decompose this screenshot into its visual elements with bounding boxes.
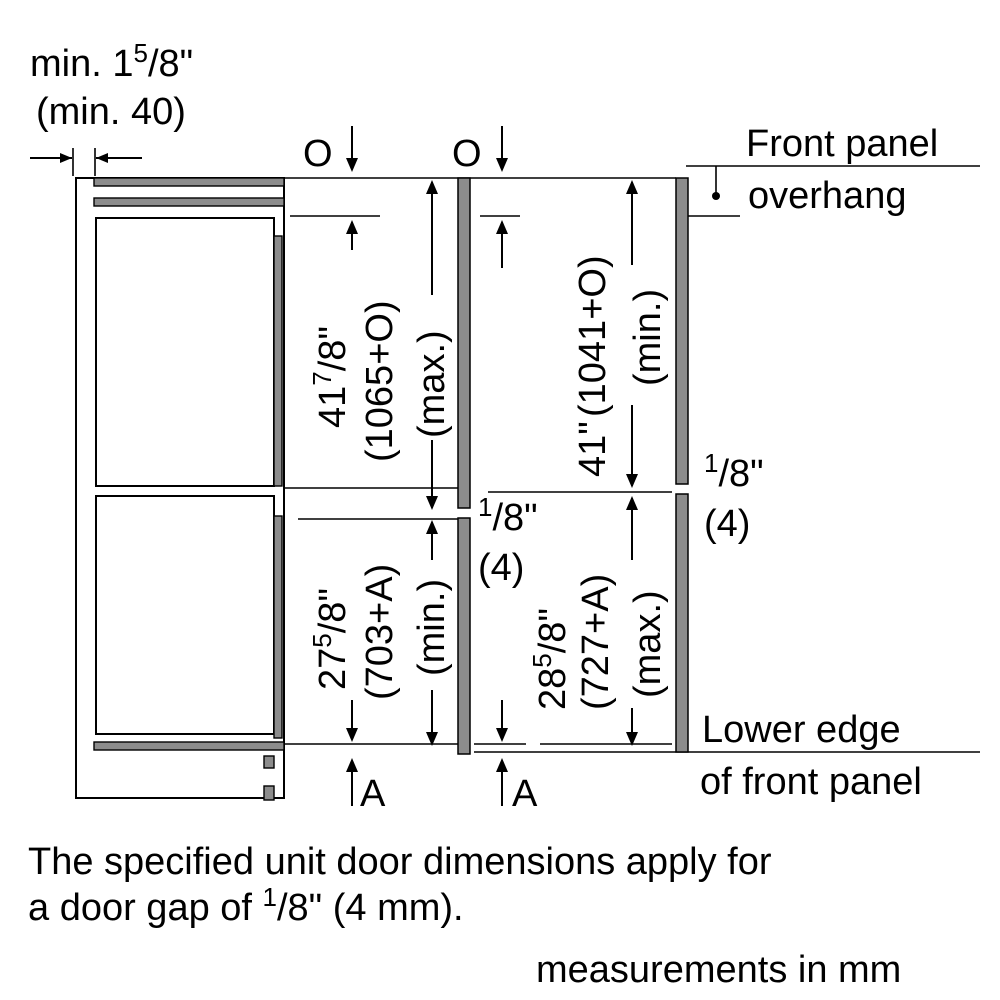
marker-a-2: A: [512, 773, 538, 815]
dimline-lower-max: [626, 496, 638, 746]
lower-edge-line2: of front panel: [700, 761, 922, 803]
cabinet-side-view: [75, 177, 285, 801]
dim-upper-max-mm: (1065+O): [359, 300, 401, 462]
svg-text:(1041+O): (1041+O): [572, 255, 614, 417]
svg-text:(min.): (min.): [411, 579, 453, 676]
svg-text:(727+A): (727+A): [575, 574, 617, 710]
lower-edge-line1: Lower edge: [702, 709, 901, 751]
caption-line2: a door gap of 1/8" (4 mm).: [28, 882, 464, 929]
dimline-lower-min: [426, 520, 438, 746]
gap-mid-mm: (4): [478, 547, 524, 589]
caption-line1: The specified unit door dimensions apply…: [28, 841, 772, 883]
door-panel-lower-right: [675, 493, 689, 753]
dim-upper-min-mm: (1041+O): [572, 255, 614, 417]
dimline-upper-max: [426, 180, 438, 510]
arrow-a-down-1: [346, 700, 358, 742]
marker-o-2: O: [452, 133, 482, 175]
arrow-a-down-2: [496, 700, 508, 742]
dim-lower-max-mm: (727+A): [575, 574, 617, 710]
arrow-a-up-1: [346, 758, 358, 806]
svg-text:(1065+O): (1065+O): [359, 300, 401, 462]
dim-lower-min-mm: (703+A): [359, 564, 401, 700]
marker-a-1: A: [360, 773, 386, 815]
marker-o-1: O: [303, 133, 333, 175]
arrow-a-up-2: [496, 758, 508, 806]
dim-lower-min-inch: 275/8": [307, 588, 354, 690]
reference-lines: [284, 165, 980, 753]
min-gap-label: min. 15/8": [30, 38, 193, 85]
front-panel-overhang-line1: Front panel: [746, 123, 938, 165]
svg-text:(min.): (min.): [627, 289, 669, 386]
gap-right-mm: (4): [704, 503, 750, 545]
arrow-o-1: [346, 126, 358, 172]
dim-upper-max-note: (max.): [411, 330, 453, 438]
front-panel-overhang-line2: overhang: [748, 175, 906, 217]
door-panel-upper-left: [457, 177, 471, 509]
svg-text:(max.): (max.): [627, 590, 669, 698]
dim-upper-max-inch: 417/8": [307, 326, 354, 428]
units-note: measurements in mm: [536, 949, 901, 991]
dim-upper-min-inch: 41": [572, 421, 614, 477]
min-gap-mm-label: (min. 40): [36, 91, 186, 133]
overhang-pointer: [712, 166, 720, 200]
svg-text:275/8": 275/8": [307, 588, 354, 690]
door-panel-lower-left: [457, 517, 471, 755]
dim-lower-max-inch: 285/8": [527, 608, 574, 710]
svg-text:285/8": 285/8": [527, 608, 574, 710]
dimline-upper-min: [626, 180, 638, 488]
arrow-o-offset-1: [346, 220, 358, 250]
door-panel-upper-right: [675, 177, 689, 485]
min-gap-arrows: [30, 148, 142, 176]
gap-mid-label: 1/8": [478, 492, 538, 539]
gap-right-label: 1/8": [704, 448, 764, 495]
arrow-o-2: [496, 126, 508, 172]
dim-lower-min-note: (min.): [411, 579, 453, 676]
svg-text:417/8": 417/8": [307, 326, 354, 428]
svg-text:(703+A): (703+A): [359, 564, 401, 700]
dim-lower-max-note: (max.): [627, 590, 669, 698]
svg-text:(max.): (max.): [411, 330, 453, 438]
svg-text:41": 41": [572, 421, 614, 477]
dim-upper-min-note: (min.): [627, 289, 669, 386]
arrow-o-offset-2: [496, 220, 508, 268]
